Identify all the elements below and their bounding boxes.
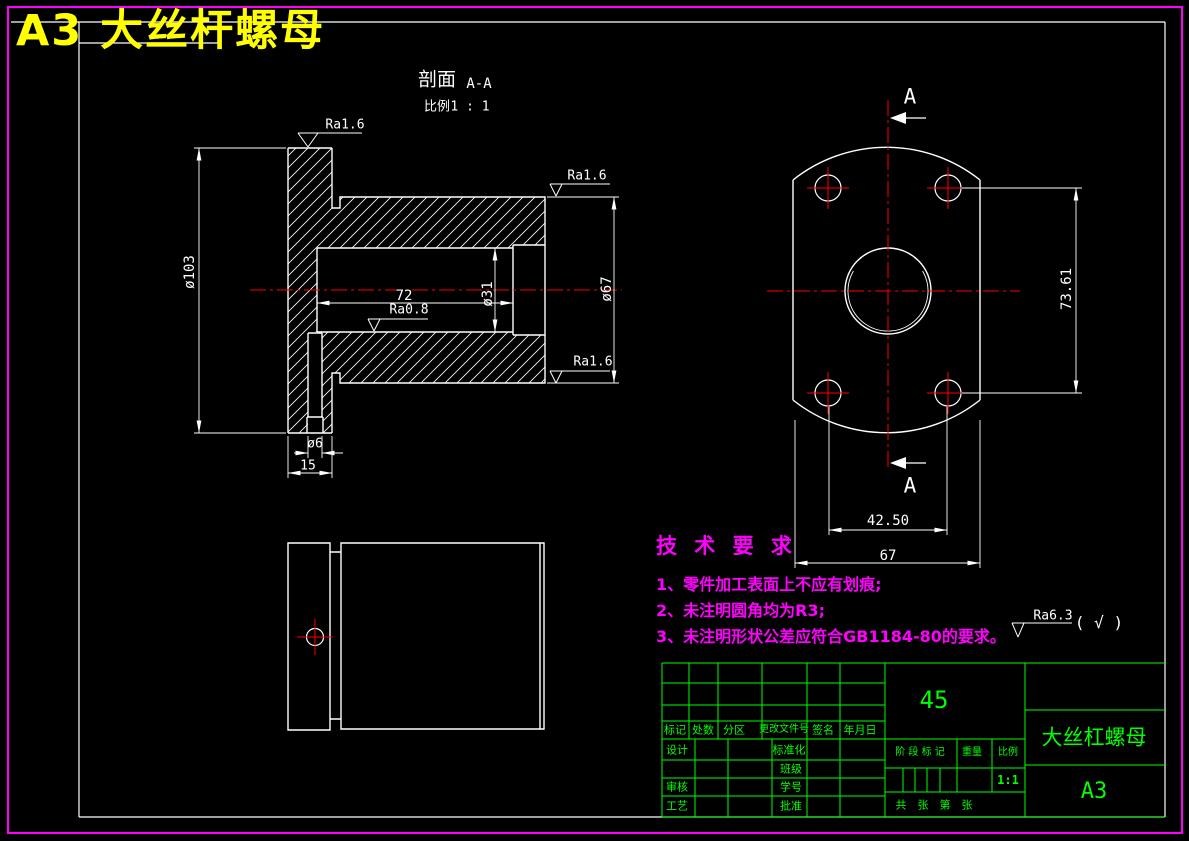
end-view-dimension-lines (795, 188, 1079, 566)
tb-header-mark: 标记 (664, 723, 686, 737)
tb-role-process: 工艺 (666, 799, 688, 813)
section-view-label: 剖面 (417, 68, 457, 91)
section-view-name: A-A (466, 76, 492, 92)
dim-bore-diameter: ø31 (480, 281, 496, 307)
tb-material: 45 (919, 686, 949, 714)
finish-flange-face: Ra1.6 (325, 117, 365, 133)
section-scale-value: 1 : 1 (450, 99, 490, 115)
section-scale-label: 比例 (423, 99, 451, 115)
tb-header-doc-no: 更改文件号 (759, 724, 809, 735)
dim-oil-hole: ø6 (307, 436, 323, 452)
front-dimension-lines (196, 148, 617, 476)
finish-body-top: Ra1.6 (567, 168, 607, 184)
tb-header-zone: 分区 (723, 723, 745, 737)
end-view-centerlines (767, 100, 1020, 467)
end-view-outline (792, 146, 981, 434)
side-view (287, 542, 545, 731)
tb-role-check: 审核 (666, 780, 688, 794)
surface-finish-symbols (297, 132, 1072, 638)
tech-requirement-2: 2、未注明圆角均为R3; (656, 601, 825, 620)
tb-weight-label: 重量 (962, 747, 982, 758)
front-section-view (194, 132, 1072, 638)
finish-general: Ra6.3 (1033, 608, 1073, 624)
tb-format: A3 (1080, 779, 1108, 804)
finish-general-others: ( √ ) (1074, 613, 1124, 632)
sheet-title-overlay: A3 大丝杆螺母 (16, 6, 326, 56)
dim-flange-width: 67 (879, 548, 897, 564)
tb-part-name: 大丝杠螺母 (1041, 725, 1147, 750)
tech-requirement-1: 1、零件加工表面上不应有划痕; (656, 575, 882, 594)
finish-bore: Ra0.8 (389, 302, 429, 318)
tb-header-count: 处数 (692, 723, 714, 737)
tb-scale-value: 1:1 (997, 773, 1019, 787)
section-cut-arrows (890, 112, 926, 469)
tb-sheet-count: 共 张 第 张 (895, 798, 973, 812)
section-mark-a-bottom: A (903, 473, 917, 498)
dim-thread-length: 72 (395, 288, 413, 304)
tech-requirement-3: 3、未注明形状公差应符合GB1184-80的要求。 (656, 627, 1006, 646)
dim-body-od: ø67 (599, 276, 615, 302)
side-view-hole-centerlines (297, 619, 333, 655)
finish-body-bottom: Ra1.6 (573, 354, 613, 370)
dim-hole-span-vertical: 73.61 (1059, 267, 1075, 311)
tb-label-class: 班级 (780, 762, 802, 776)
bolt-hole-centermarks (807, 167, 969, 414)
paper-border (7, 6, 1183, 834)
tb-role-design: 设计 (666, 743, 688, 757)
section-mark-a-top: A (903, 84, 917, 109)
tb-label-approve: 批准 (780, 799, 802, 813)
side-view-outline (287, 542, 545, 731)
tb-label-student-no: 学号 (780, 780, 802, 794)
drawing-frame (11, 21, 1166, 818)
tb-label-standardization: 标准化 (772, 743, 806, 757)
dim-hole-span-horizontal: 42.50 (866, 513, 910, 529)
dim-flange-od: ø103 (182, 255, 198, 289)
tb-stage-mark-label: 阶 段 标 记 (895, 747, 945, 758)
tb-header-signature: 签名 (812, 723, 834, 737)
tb-header-date: 年月日 (843, 723, 877, 737)
tech-requirements-heading: 技 术 要 求 (656, 534, 797, 558)
tb-scale-label: 比例 (998, 747, 1018, 758)
end-view-extension-lines (794, 187, 1082, 568)
front-extension-lines (194, 147, 619, 478)
end-view (767, 100, 1082, 568)
title-block-grid (661, 662, 1165, 818)
section-hatching (288, 148, 545, 433)
dim-flange-thickness: 15 (300, 458, 316, 474)
